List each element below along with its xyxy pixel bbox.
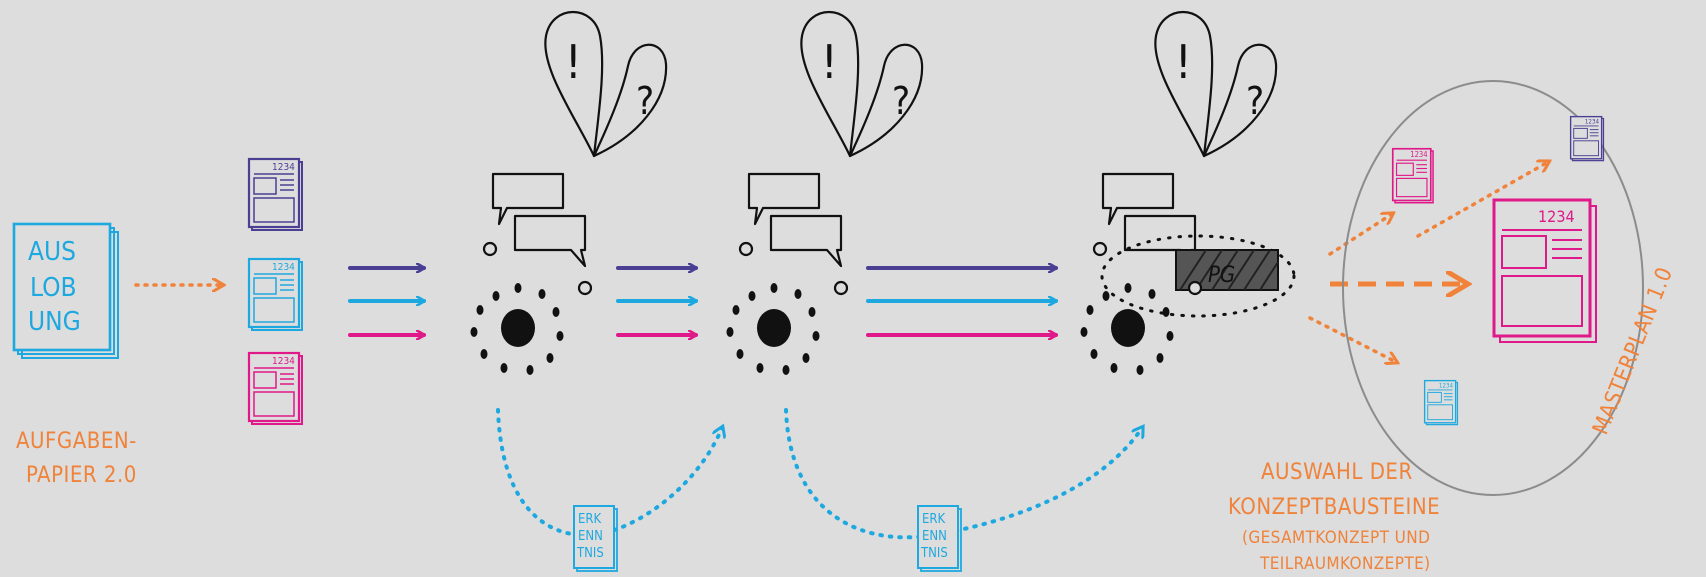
auswahl-sub-2: TEILRAUMKONZEPTE) <box>1259 554 1431 574</box>
masterplan-label: MASTERPLAN 1.0 <box>1588 264 1678 438</box>
doc-number: 1234 <box>1585 118 1600 125</box>
ausloebung-line-1: AUS <box>28 237 76 267</box>
doc-cyan: 1234 <box>247 257 304 332</box>
doc-purple-small: 1234 <box>1569 115 1605 162</box>
seat-cluster <box>726 283 820 375</box>
feedback-line-1: ERK <box>922 512 946 527</box>
pg-tag: PG <box>1100 234 1296 318</box>
doc-number: 1234 <box>1410 150 1427 159</box>
feedback-line-3: TNIS <box>920 546 948 561</box>
exclaim-mark: ! <box>1175 35 1192 89</box>
feedback-loop-2 <box>784 408 1142 540</box>
doc-number: 1234 <box>272 356 295 367</box>
exclaim-mark: ! <box>565 35 582 89</box>
feedback-doc-2: ERK ENN TNIS <box>917 505 962 572</box>
doc-number: 1234 <box>1439 382 1454 389</box>
pg-label: PG <box>1208 263 1235 288</box>
arrows-to-workshop-2 <box>616 268 698 335</box>
arrow-to-doc-top-right <box>1416 162 1548 238</box>
ausloebung-line-2: LOB <box>30 273 77 303</box>
arrow-to-doc-upper <box>1328 214 1392 256</box>
thought-bubbles: ! ? <box>544 10 668 158</box>
doc-magenta: 1234 <box>247 351 304 426</box>
aufgabenpapier-label-2: PAPIER 2.0 <box>26 463 137 488</box>
ausloebung-line-3: UNG <box>28 307 81 337</box>
auswahl-label-1: AUSWAHL DER <box>1261 460 1413 485</box>
question-mark: ? <box>892 79 910 123</box>
feedback-line-2: ENN <box>922 529 947 544</box>
doc-purple: 1234 <box>247 157 304 232</box>
arrow-to-doc-lower <box>1308 316 1396 362</box>
feedback-doc-1: ERK ENN TNIS <box>573 505 618 572</box>
question-mark: ? <box>636 79 654 123</box>
seat-cluster <box>470 283 564 375</box>
auswahl-label-2: KONZEPTBAUSTEINE <box>1228 495 1440 520</box>
doc-number: 1234 <box>272 162 295 173</box>
doc-number: 1234 <box>272 262 295 273</box>
auswahl-sub-1: (GESAMTKONZEPT UND <box>1242 528 1430 548</box>
speech-bubbles <box>491 172 587 268</box>
workshop-2: ! ? <box>726 10 924 375</box>
exclaim-mark: ! <box>821 35 838 89</box>
ausloebung-document: AUS LOB UNG <box>12 222 119 359</box>
feedback-line-1: ERK <box>578 512 602 527</box>
masterplan-ellipse <box>1342 80 1644 496</box>
thought-bubbles: ! ? <box>1154 10 1278 158</box>
arrows-to-workshop-3 <box>866 268 1058 335</box>
workshop-1: ! ? <box>470 10 668 375</box>
feedback-line-2: ENN <box>578 529 603 544</box>
doc-cyan-small: 1234 <box>1423 379 1459 426</box>
feedback-line-3: TNIS <box>576 546 604 561</box>
question-mark: ? <box>1246 79 1264 123</box>
speech-bubbles <box>747 172 843 268</box>
aufgabenpapier-label-1: AUFGABEN- <box>16 429 137 454</box>
doc-number: 1234 <box>1538 207 1575 226</box>
doc-magenta-small: 1234 <box>1391 147 1434 204</box>
thought-bubbles: ! ? <box>800 10 924 158</box>
seat-cluster <box>1080 283 1174 375</box>
arrows-to-workshop-1 <box>348 268 426 335</box>
workshop-3: ! ? PG <box>1080 10 1296 375</box>
masterplan-document: 1234 <box>1492 198 1597 343</box>
